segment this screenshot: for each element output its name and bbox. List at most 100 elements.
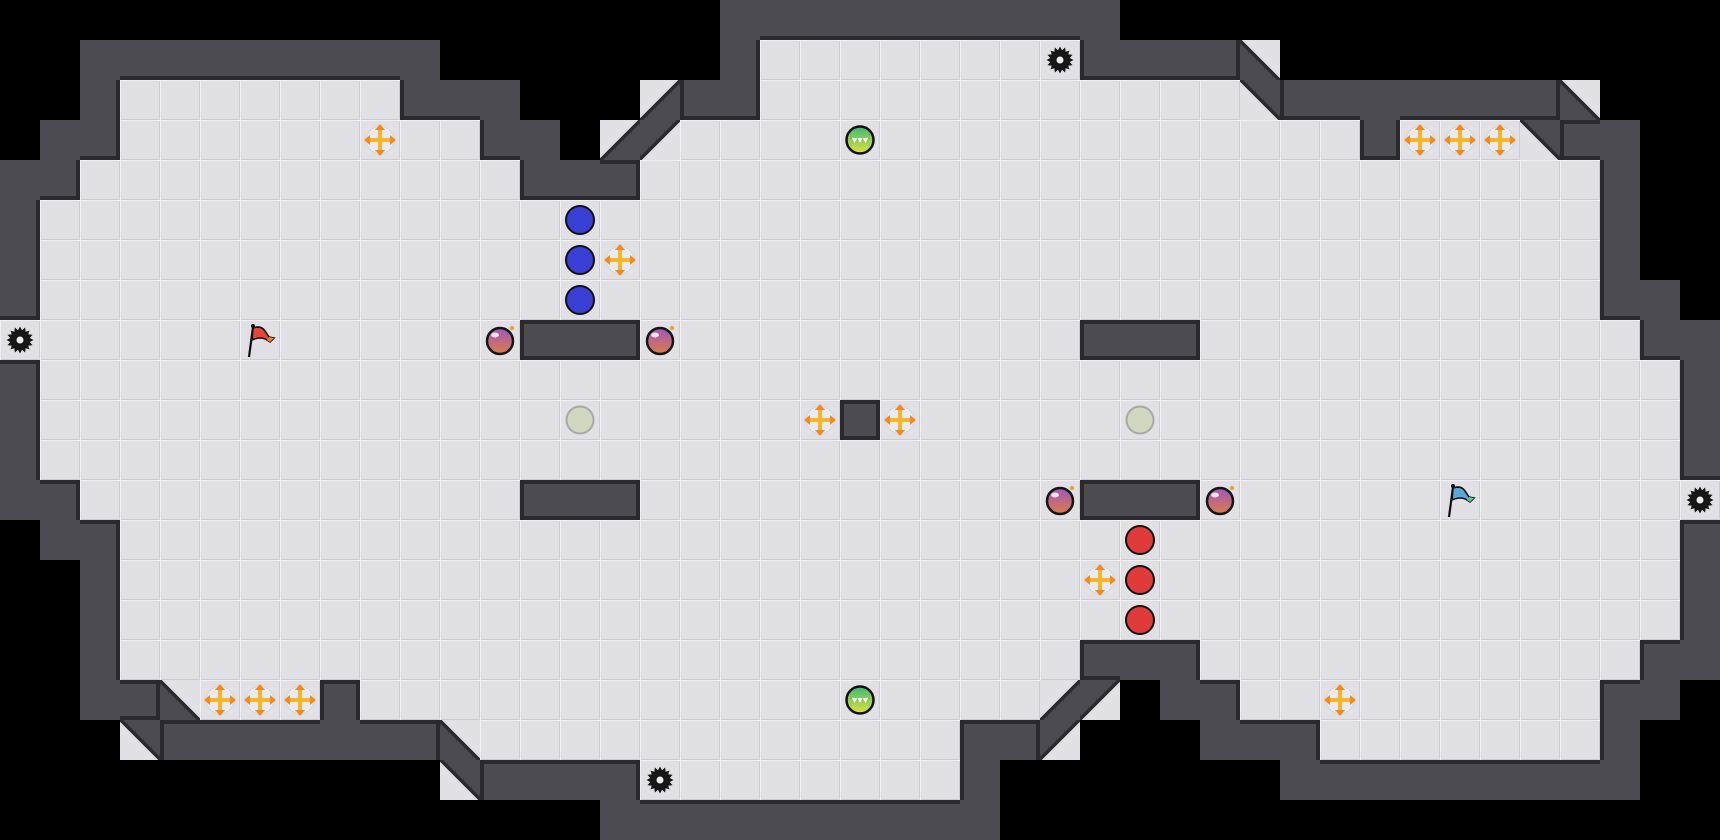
floor-tile	[1600, 400, 1640, 440]
floor-tile	[680, 360, 720, 400]
floor-tile	[1640, 560, 1680, 600]
floor-tile	[1360, 440, 1400, 480]
wall-tile	[80, 600, 120, 640]
floor-tile	[1000, 640, 1040, 680]
floor-tile	[480, 720, 520, 760]
wall-tile	[1440, 80, 1480, 120]
floor-tile	[320, 200, 360, 240]
wall-tile	[960, 800, 1000, 840]
wall-tile	[80, 40, 120, 80]
floor-tile	[520, 720, 560, 760]
wall-tile	[1000, 720, 1040, 760]
wall-tile	[1360, 120, 1400, 160]
floor-tile	[320, 320, 360, 360]
wall-tile	[160, 720, 200, 760]
floor-tile	[200, 440, 240, 480]
floor-tile	[880, 360, 920, 400]
floor-tile	[1080, 440, 1120, 480]
wall-diagonal-nw	[1040, 680, 1080, 720]
floor-tile	[680, 400, 720, 440]
floor-tile	[1040, 80, 1080, 120]
wall-tile	[520, 480, 560, 520]
floor-tile	[1560, 680, 1600, 720]
floor-tile	[1000, 80, 1040, 120]
boost-icon-graphic	[204, 684, 236, 716]
floor-tile	[400, 280, 440, 320]
floor-tile	[1240, 680, 1280, 720]
floor-tile	[400, 520, 440, 560]
floor-tile	[960, 480, 1000, 520]
boost-icon-graphic	[1084, 564, 1116, 596]
floor-tile	[840, 80, 880, 120]
floor-tile	[1240, 120, 1280, 160]
floor-tile	[640, 720, 680, 760]
blue-team-tile-graphic	[565, 205, 595, 235]
wall-tile	[1040, 0, 1080, 40]
floor-tile	[760, 80, 800, 120]
floor-tile	[920, 480, 960, 520]
floor-tile	[960, 440, 1000, 480]
floor-tile	[840, 160, 880, 200]
red-team-tile	[1120, 600, 1160, 640]
floor-tile	[160, 440, 200, 480]
floor-tile	[120, 80, 160, 120]
floor-tile	[1440, 560, 1480, 600]
wall-tile	[1640, 280, 1680, 320]
floor-tile	[1320, 560, 1360, 600]
floor-tile	[280, 240, 320, 280]
wall-tile	[1560, 760, 1600, 800]
floor-tile	[520, 360, 560, 400]
floor-tile	[1200, 160, 1240, 200]
floor-tile	[960, 40, 1000, 80]
floor-tile	[320, 440, 360, 480]
wall-tile	[1120, 40, 1160, 80]
floor-tile	[1480, 680, 1520, 720]
floor-tile	[1600, 440, 1640, 480]
wall-tile	[1640, 320, 1680, 360]
neutral-gate	[1120, 400, 1160, 440]
wall-tile	[1480, 760, 1520, 800]
floor-tile	[880, 40, 920, 80]
floor-tile	[1240, 320, 1280, 360]
boost-icon	[1320, 680, 1360, 720]
floor-tile	[760, 240, 800, 280]
wall-tile	[1360, 80, 1400, 120]
floor-tile	[720, 680, 760, 720]
floor-tile	[920, 680, 960, 720]
floor-tile	[1320, 400, 1360, 440]
floor-tile	[720, 360, 760, 400]
floor-tile	[920, 560, 960, 600]
wall-tile	[1320, 80, 1360, 120]
floor-tile	[960, 160, 1000, 200]
floor-tile	[320, 600, 360, 640]
floor-tile	[1280, 520, 1320, 560]
floor-tile	[640, 160, 680, 200]
floor-tile	[1480, 480, 1520, 520]
boost-icon	[1080, 560, 1120, 600]
wall-tile	[1120, 480, 1160, 520]
floor-tile	[1000, 160, 1040, 200]
bomb-icon	[480, 320, 520, 360]
floor-tile	[120, 600, 160, 640]
floor-tile	[1280, 680, 1320, 720]
floor-tile	[1480, 560, 1520, 600]
floor-tile	[840, 200, 880, 240]
floor-tile	[120, 280, 160, 320]
floor-tile	[760, 400, 800, 440]
wall-tile	[1160, 680, 1200, 720]
wall-tile	[1200, 680, 1240, 720]
floor-tile	[1440, 520, 1480, 560]
floor-tile	[1640, 520, 1680, 560]
floor-tile	[680, 680, 720, 720]
floor-tile	[1120, 440, 1160, 480]
floor-tile	[800, 280, 840, 320]
floor-tile	[1600, 560, 1640, 600]
floor-tile	[560, 520, 600, 560]
floor-tile	[400, 440, 440, 480]
wall-tile	[320, 680, 360, 720]
floor-tile	[160, 120, 200, 160]
floor-tile	[1480, 520, 1520, 560]
floor-tile	[920, 40, 960, 80]
floor-tile	[240, 80, 280, 120]
floor-tile	[80, 480, 120, 520]
